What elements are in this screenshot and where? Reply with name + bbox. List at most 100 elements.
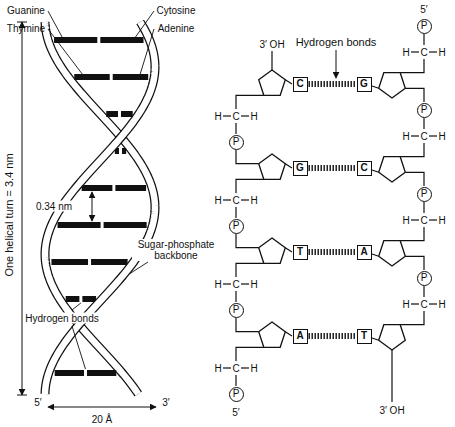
base-letter: G [296,163,304,173]
atom-label: H [214,195,221,206]
leader-line [72,303,81,310]
phosphate-label: P [421,21,428,31]
c-h-bond [223,199,231,200]
backbone-ribbon-fill [45,66,155,254]
glycosidic-bond [372,338,379,340]
base-letter: G [360,79,368,89]
strand-end-label: 3′ OH [259,39,284,50]
hydrogen-bond [309,165,356,171]
atom-label: C [232,279,239,290]
phosphate-circle: P [417,103,432,118]
backbone-bond [400,143,424,157]
phosphate-label: P [233,305,240,315]
c-h-bond [241,199,249,200]
hydrogen-bond-gap [88,259,91,266]
base-label: Adenine [158,23,195,34]
strand-end-label: 5′ [34,397,41,408]
backbone-ribbon-fill [140,22,155,66]
atom-label: H [250,195,257,206]
base-pair-rung [54,37,143,43]
leader-line [136,11,154,37]
backbone-bond [235,207,236,218]
phosphate-label: P [233,389,240,399]
backbone-bond [400,227,424,241]
dimension-lines [17,22,336,407]
phosphate-circle: P [417,19,432,34]
sugar-ring [379,157,406,182]
atom-label: C [420,131,427,142]
backbone-bond [235,291,236,302]
atom-label: C [232,363,239,374]
atom-label: H [402,131,409,142]
atom-label: H [214,363,221,374]
backbone-bond [423,202,424,213]
leader-arrow [336,50,337,78]
phosphate-label: P [233,137,240,147]
atom-label: H [438,131,445,142]
backbone-bond [236,263,264,277]
glycosidic-bond [372,86,379,88]
c-h-bond [411,51,419,52]
terminal-bond [271,51,272,70]
base-letter: C [296,79,303,89]
leader-line [140,29,154,74]
c-h-bond [411,303,419,304]
strand-end-label: 3′ OH [379,405,404,416]
strand-end-label: 5′ [420,4,427,15]
strand-end-label: 5′ [232,407,239,418]
phosphate-circle: P [229,387,244,402]
hydrogen-bond [309,249,356,255]
base-box: C [357,161,372,176]
atom-label: C [232,195,239,206]
backbone-bond [405,256,424,270]
backbone-bond [235,375,236,386]
backbone-bond [405,172,424,186]
backbone-bond [236,318,259,332]
backbone-bond [423,286,424,297]
backbone-ribbon-fill [45,206,155,394]
sugar-ring [379,241,406,266]
hydrogen-bond-gap [101,222,104,229]
phosphate-label: P [233,221,240,231]
dimension-label: One helical turn = 3.4 nm [3,153,15,276]
backbone-bond [236,347,264,361]
backbone-bond [236,234,259,248]
glycosidic-bond [285,332,292,336]
atom-label: C [232,111,239,122]
backbone-bond [236,179,264,193]
hydrogen-bond-gap [110,74,113,81]
backbone-ribbon [140,22,155,66]
backbone-ribbon [45,66,155,254]
c-h-bond [429,135,437,136]
backbone-bond [236,150,259,164]
c-h-bond [223,283,231,284]
glycosidic-bond [285,164,292,168]
base-letter: A [360,247,367,257]
phosphate-circle: P [229,303,244,318]
base-pair-rung [51,259,127,265]
atom-label: H [214,111,221,122]
phosphate-label: P [421,189,428,199]
hydrogen-bond [309,333,356,339]
callout-label: Hydrogen bonds [296,36,377,48]
base-label: Thymine [7,23,45,34]
base-box: C [293,77,308,92]
base-box: A [357,245,372,260]
base-pair-rung [66,296,96,302]
hydrogen-bond [309,81,356,87]
backbone-bond [405,88,424,102]
backbone-bond [423,34,424,45]
sugar-ring [259,70,286,95]
base-label: Guanine [7,5,45,16]
phosphate-circle: P [417,271,432,286]
atom-label: C [420,47,427,58]
callout-label: Sugar-phosphate backbone [132,239,220,261]
dimension-label: 20 Å [92,414,113,425]
dimension-label: 0.34 nm [34,201,74,212]
backbone-bond [400,59,424,73]
hydrogen-bond-gap [97,37,100,44]
phosphate-circle: P [229,135,244,150]
c-h-bond [241,283,249,284]
phosphate-circle: P [229,219,244,234]
glycosidic-bond [285,80,292,84]
